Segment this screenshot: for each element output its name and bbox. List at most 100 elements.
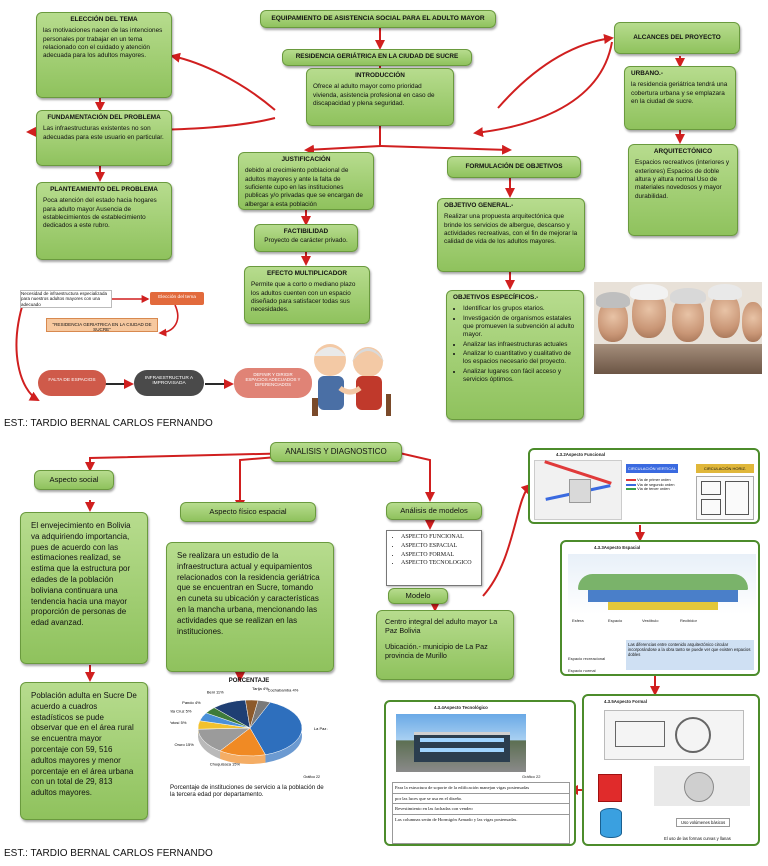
- planteamiento-box: PLANTEAMIENTO DEL PROBLEMA Poca atención…: [36, 182, 172, 260]
- funcional-label2: CIRCULACIÓN HORIZ.: [696, 464, 754, 473]
- aspecto-social-title: Aspecto social: [34, 470, 114, 490]
- modelos-list-box: ASPECTO FUNCIONALASPECTO ESPACIALASPECTO…: [386, 530, 482, 586]
- aspecto-fisico-title: Aspecto físico espacial: [180, 502, 316, 522]
- legend-item-3: Vía de tercer orden: [626, 487, 686, 492]
- espacial-title: 4.3.3Aspecto Espacial: [594, 545, 641, 550]
- formal-plan: [604, 710, 744, 760]
- panel-aspecto-tecnologico: 4.3.4Aspecto Tecnológico Gráfico 22 Para…: [384, 700, 576, 846]
- hair-2: [630, 284, 668, 300]
- espacial-tag-3: Recibidor: [680, 618, 697, 623]
- pie-label: Cochabamba 4%: [268, 687, 299, 692]
- tec-line-0: Para la estructura de soporte de la edif…: [393, 783, 569, 794]
- bottom-footer: EST.: TARDIO BERNAL CARLOS FERNANDO: [4, 848, 213, 859]
- modelo-title: Modelo: [388, 588, 448, 604]
- introduccion-box: INTRODUCCIÓN Ofrece al adulto mayor como…: [306, 68, 454, 126]
- panel-aspecto-funcional: 4.3.2Aspecto Funcional CIRCULACIÓN VERTI…: [528, 448, 760, 524]
- eleccion-text: las motivaciones nacen de las intencione…: [43, 27, 163, 60]
- urbano-title: URBANO.-: [631, 70, 663, 77]
- fundamentacion-text: Las infraestructuras existentes no son a…: [43, 125, 164, 141]
- photo-bottom: [594, 344, 762, 374]
- objetivos-especificos-box: OBJETIVOS ESPECÍFICOS.- Identificar los …: [446, 290, 584, 420]
- efecto-text: Permite que a corto o mediano plazo los …: [251, 281, 356, 314]
- planteamiento-title: PLANTEAMIENTO DEL PROBLEMA: [50, 186, 158, 193]
- infraestructura-improvisada: INFRAESTRUCTUR A IMPROVISADA: [134, 370, 204, 396]
- espacial-note: Las diferencias entre contenido arquitec…: [626, 640, 754, 670]
- pie-slice-side: [198, 729, 221, 759]
- hair-4: [708, 284, 742, 300]
- formulacion-box: FORMULACIÓN DE OBJETIVOS: [447, 156, 581, 178]
- funcional-title: 4.3.2Aspecto Funcional: [556, 452, 606, 457]
- espacial-section: [568, 554, 756, 614]
- efecto-box: EFECTO MULTIPLICADOR Permite que a corto…: [244, 266, 370, 324]
- arquitectonico-title: ARQUITECTÓNICO: [653, 148, 713, 155]
- residencia-small: "RESIDENCIA GERIATRICA EN LA CIUDAD DE S…: [46, 318, 158, 332]
- funcional-legend: Vía de primer orden Vía de segundo orden…: [626, 478, 686, 492]
- formal-title: 4.3.5Aspecto Formal: [604, 699, 647, 704]
- pie-label: La Paz 40%: [314, 726, 328, 731]
- elderly-faces-photo: [594, 282, 762, 374]
- pie-chart-container: PORCENTAJE La Paz 40%Chuquisaca 15%Oruro…: [170, 678, 328, 779]
- modelo-item: ASPECTO FORMAL: [401, 552, 477, 560]
- pie-slice-cochabamba: [249, 700, 271, 729]
- objetivo-especifico-item: Investigación de organismos estatales qu…: [463, 315, 577, 340]
- funcional-map: [534, 460, 622, 520]
- espacial-tag-5: Espacio normal: [568, 668, 596, 673]
- modelo-text1: Centro integral del adulto mayor La Paz …: [385, 617, 498, 636]
- formal-caption2: El uso de las formas curvas y llanas: [664, 836, 731, 841]
- factibilidad-title: FACTIBILIDAD: [283, 228, 329, 235]
- espacial-tag-0: Esfera: [572, 618, 584, 623]
- pie-slice-la-paz: [249, 701, 303, 756]
- objetivo-especifico-item: Analizar lugares con fácil acceso y serv…: [463, 368, 577, 385]
- hair-3: [670, 288, 706, 304]
- justificacion-text: debido al crecimiento poblacional de adu…: [245, 167, 363, 208]
- pie-label: Pando 4%: [182, 700, 201, 705]
- objetivos-especificos-title: OBJETIVOS ESPECÍFICOS.-: [453, 294, 539, 301]
- legend-item-1: Vía de primer orden: [626, 478, 686, 483]
- espacial-tag-2: Vestíbulo: [642, 618, 659, 623]
- pie-chart: La Paz 40%Chuquisaca 15%Oruro 15%Potosí …: [170, 686, 328, 779]
- tecnologico-title: 4.3.4Aspecto Tecnológico: [434, 705, 488, 710]
- arquitectonico-text: Espacios recreativos (interiores y exter…: [635, 159, 730, 200]
- factibilidad-text: Proyecto de carácter privado.: [264, 237, 348, 245]
- pie-label: Beni 11%: [207, 689, 224, 694]
- panel-aspecto-espacial: 4.3.3Aspecto Espacial Esfera Espacio Ves…: [560, 540, 760, 676]
- formal-cylinder: [600, 808, 622, 838]
- modelo-item: ASPECTO FUNCIONAL: [401, 534, 477, 542]
- factibilidad-box: FACTIBILIDAD Proyecto de carácter privad…: [254, 224, 358, 252]
- modelo-box: Centro integral del adulto mayor La Paz …: [376, 610, 514, 680]
- pie-label: Tarija 4%: [252, 686, 269, 691]
- eleccion-box: ELECCIÓN DEL TEMA las motivaciones nacen…: [36, 12, 172, 98]
- aspecto-fisico-text-box: Se realizara un estudio de la infraestru…: [166, 542, 334, 672]
- modelo-text2: Ubicación.- municipio de La Paz provinci…: [385, 641, 488, 661]
- alcances-box: ALCANCES DEL PROYECTO: [614, 22, 740, 54]
- aspecto-social-text1: El envejecimiento en Bolivia va adquirie…: [31, 521, 131, 628]
- face-5: [742, 302, 762, 342]
- objetivo-especifico-item: Identificar los grupos etarios.: [463, 305, 577, 313]
- eleccion-tema-small: Elección del tema: [150, 292, 204, 305]
- formal-cube: [598, 774, 622, 802]
- fundamentacion-title: FUNDAMENTACIÓN DEL PROBLEMA: [47, 114, 161, 121]
- definir-espacios: DEFINIR Y DIRIGIR ESPACIOS ADECUADOS Y D…: [234, 368, 312, 398]
- panel-aspecto-formal: 4.3.5Aspecto Formal Uso volúmenes básico…: [582, 694, 760, 846]
- top-footer: EST.: TARDIO BERNAL CARLOS FERNANDO: [4, 418, 213, 429]
- pie-caption: Porcentaje de instituciones de servicio …: [170, 784, 324, 799]
- poblacion-box: Población adulta en Sucre De acuerdo a c…: [20, 682, 148, 820]
- aspecto-social-text2: Población adulta en Sucre De acuerdo a c…: [31, 691, 137, 798]
- objetivos-especificos-list: Identificar los grupos etarios. Investiga…: [453, 305, 577, 384]
- pie-footer-label: Gráfico 22: [303, 775, 320, 779]
- modelo-item: ASPECTO ESPACIAL: [401, 543, 477, 551]
- tec-line-3: Las columnas serán de Hormigón Armado y …: [395, 816, 518, 822]
- justificacion-title: JUSTIFICACIÓN: [281, 156, 331, 163]
- falta-espacios: FALTA DE ESPACIOS: [38, 370, 106, 396]
- planteamiento-text: Poca atención del estado hacia hogares p…: [43, 197, 157, 230]
- elderly-couple-illustration: [312, 344, 391, 416]
- pie-label: Chuquisaca 15%: [210, 762, 241, 767]
- hair-1: [596, 292, 630, 308]
- introduccion-title: INTRODUCCIÓN: [355, 72, 405, 79]
- tecnologico-photo: [396, 714, 526, 772]
- main-title: EQUIPAMIENTO DE ASISTENCIA SOCIAL PARA E…: [260, 10, 496, 28]
- tecnologico-text-table: Para la estructura de soporte de la edif…: [392, 782, 570, 844]
- justificacion-box: JUSTIFICACIÓN debido al crecimiento pobl…: [238, 152, 374, 210]
- fundamentacion-box: FUNDAMENTACIÓN DEL PROBLEMA Las infraest…: [36, 110, 172, 166]
- analisis-title: ANALISIS Y DIAGNOSTICO: [270, 442, 402, 462]
